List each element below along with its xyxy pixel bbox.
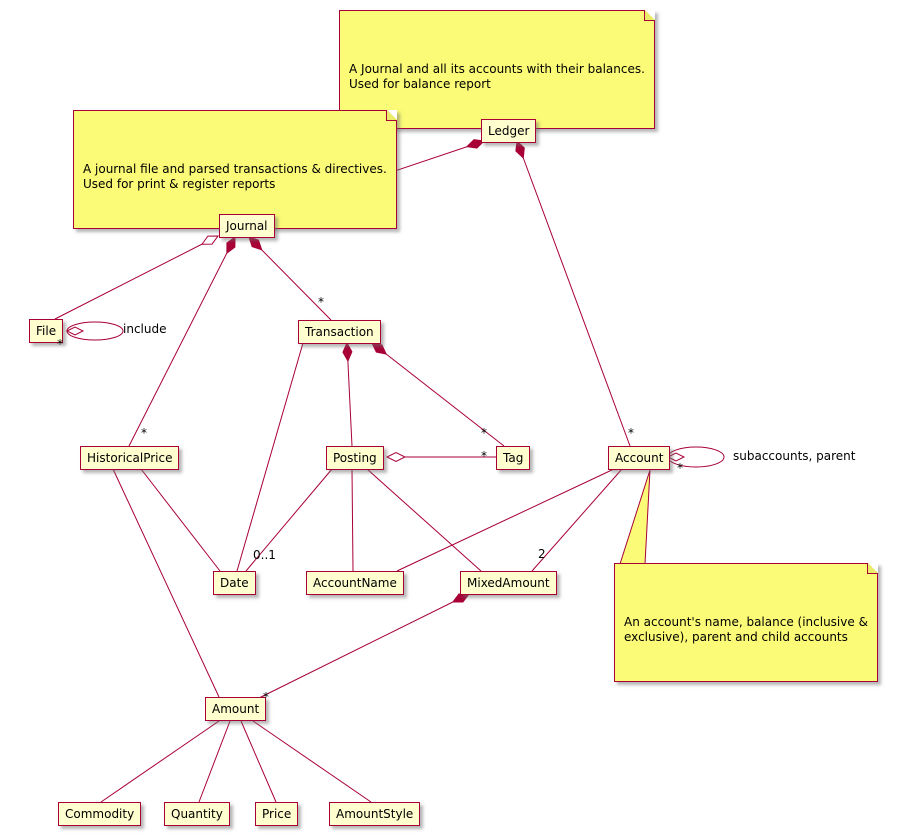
class-file: File bbox=[29, 319, 64, 343]
edge-transaction-tag bbox=[371, 342, 505, 447]
class-account: Account bbox=[608, 446, 671, 470]
mult-posting-date: 0..1 bbox=[253, 548, 276, 562]
note-account-text: An account's name, balance (inclusive & … bbox=[624, 615, 868, 644]
class-tag: Tag bbox=[496, 446, 531, 470]
edge-file-include-loop-diamond bbox=[65, 326, 85, 336]
mult-journal-transaction: * bbox=[318, 295, 324, 309]
mult-journal-historicalprice: * bbox=[141, 426, 147, 440]
note-account: An account's name, balance (inclusive & … bbox=[614, 563, 878, 682]
edge-amount-commodity bbox=[100, 720, 220, 803]
label-file-include: include bbox=[123, 322, 167, 336]
class-transaction: Transaction bbox=[298, 320, 381, 344]
edge-mixedamount-amount-diamond bbox=[451, 593, 471, 603]
class-amountstyle: AmountStyle bbox=[329, 802, 421, 826]
class-ledger: Ledger bbox=[481, 119, 537, 143]
edge-ledger-account bbox=[516, 140, 631, 447]
class-posting: Posting bbox=[326, 446, 384, 470]
edge-posting-mixedamount bbox=[366, 468, 482, 572]
mult-account-subaccounts: * bbox=[677, 461, 683, 475]
edge-journal-file-diamond bbox=[201, 235, 219, 245]
mult-account-mixedamount: 2 bbox=[538, 547, 546, 561]
mult-mixedamount-amount: * bbox=[263, 690, 269, 704]
edge-ledger-journal-diamond bbox=[465, 139, 486, 149]
note-fold-icon bbox=[385, 110, 397, 121]
edge-journal-historicalprice-diamond bbox=[226, 236, 236, 255]
edge-posting-date bbox=[245, 468, 333, 572]
mult-transaction-tag: * bbox=[481, 426, 487, 440]
class-price: Price bbox=[255, 802, 299, 826]
edge-account-subaccounts-loop-diamond bbox=[666, 452, 686, 462]
note-fold-icon bbox=[643, 10, 655, 21]
edge-posting-tag-diamond bbox=[385, 451, 407, 463]
class-journal: Journal bbox=[219, 214, 275, 238]
edge-historicalprice-amount bbox=[112, 468, 220, 698]
note-fold-icon bbox=[866, 563, 878, 574]
note-journal: A journal file and parsed transactions &… bbox=[73, 110, 397, 229]
edge-account-accountname bbox=[396, 468, 615, 572]
edge-journal-transaction-diamond bbox=[248, 236, 263, 251]
edge-ledger-account-diamond bbox=[515, 139, 525, 159]
edge-journal-file bbox=[54, 235, 219, 320]
note-journal-text: A journal file and parsed transactions &… bbox=[83, 162, 387, 191]
class-date: Date bbox=[213, 571, 256, 595]
class-commodity: Commodity bbox=[58, 802, 142, 826]
edge-historicalprice-date bbox=[140, 468, 221, 572]
edge-mixedamount-amount bbox=[258, 593, 470, 699]
edge-amount-price bbox=[240, 720, 277, 803]
class-historicalprice: HistoricalPrice bbox=[80, 446, 180, 470]
mult-file-include: * bbox=[57, 337, 63, 351]
class-quantity: Quantity bbox=[164, 802, 230, 826]
note-ledger: A Journal and all its accounts with thei… bbox=[339, 10, 655, 129]
mult-ledger-account: * bbox=[628, 426, 634, 440]
edge-transaction-posting-diamond bbox=[342, 341, 353, 363]
mult-posting-tag: * bbox=[481, 449, 487, 463]
class-accountname: AccountName bbox=[306, 571, 404, 595]
edge-transaction-date bbox=[236, 342, 304, 572]
class-mixedamount: MixedAmount bbox=[460, 571, 557, 595]
edge-posting-accountname bbox=[351, 468, 354, 572]
note-connector-account bbox=[619, 469, 651, 565]
edge-journal-historicalprice bbox=[128, 236, 236, 447]
edge-journal-transaction bbox=[248, 236, 332, 321]
edge-amount-quantity bbox=[198, 720, 231, 803]
edge-amount-amountstyle bbox=[252, 720, 372, 803]
edge-account-mixedamount bbox=[531, 468, 623, 572]
class-amount: Amount bbox=[205, 697, 267, 721]
label-account-subaccounts: subaccounts, parent bbox=[733, 449, 856, 463]
edge-transaction-tag-diamond bbox=[371, 342, 388, 355]
note-ledger-text: A Journal and all its accounts with thei… bbox=[349, 62, 645, 91]
